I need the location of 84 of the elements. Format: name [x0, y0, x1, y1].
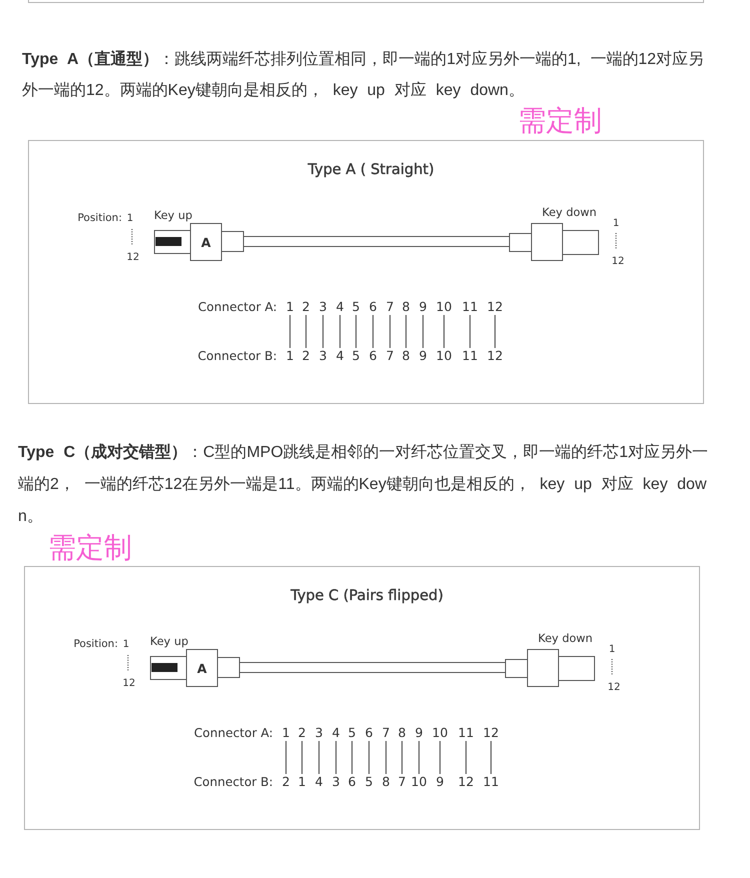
position-number: 12 — [122, 676, 136, 690]
fiber-number: 11 — [462, 299, 478, 315]
fiber-number: 8 — [398, 725, 406, 741]
fiber-number: 3 — [332, 774, 340, 790]
fiber-number: 7 — [398, 774, 406, 790]
panel-title: Type C (Pairs flipped) — [290, 587, 444, 606]
fiber-number: 3 — [319, 348, 327, 364]
fiber-number: 5 — [352, 348, 360, 364]
fiber-number: 12 — [487, 348, 503, 364]
fiber-number: 1 — [298, 774, 306, 790]
fiber-number: 6 — [365, 725, 373, 741]
fiber-number: 3 — [315, 725, 323, 741]
fiber-number: 4 — [332, 725, 340, 741]
fiber-number: 5 — [365, 774, 373, 790]
fiber-number: 12 — [483, 725, 499, 741]
fiber-number: 10 — [436, 299, 452, 315]
fiber-line — [490, 740, 492, 774]
position-number: 12 — [612, 254, 624, 268]
fiber-line — [372, 314, 374, 348]
fiber-number: 11 — [458, 725, 474, 741]
position-number: 1 — [122, 638, 130, 650]
fiber-number: 12 — [487, 299, 503, 315]
position-label: Position: — [74, 637, 118, 651]
fiber-line — [318, 740, 320, 774]
key-label: Key down — [538, 630, 593, 646]
position-number: 1 — [608, 642, 616, 656]
fiber-number: 1 — [286, 299, 294, 315]
fiber-number: 8 — [402, 299, 410, 315]
fiber-number: 7 — [382, 725, 390, 741]
fiber-number: 6 — [369, 299, 377, 315]
fiber-number: 8 — [382, 774, 390, 790]
fiber-number: 6 — [348, 774, 356, 790]
row-label: Connector A: — [198, 299, 277, 315]
fiber-number: 4 — [315, 774, 323, 790]
fiber-line — [494, 314, 496, 348]
fiber-number: 7 — [386, 299, 394, 315]
fiber-number: 5 — [352, 299, 360, 315]
key-label: Key down — [542, 204, 597, 220]
fiber-number: 2 — [282, 774, 290, 790]
connector-body: A — [190, 223, 222, 261]
fiber-number: 8 — [402, 348, 410, 364]
fiber-number: 2 — [298, 725, 306, 741]
connector-body: A — [186, 649, 218, 687]
position-number: 1 — [126, 212, 134, 224]
row-label: Connector B: — [194, 774, 273, 790]
key-label: Key up — [150, 634, 188, 648]
panel-title: Type A ( Straight) — [308, 161, 434, 180]
description-text: Type A（直通型）：跳线两端纤芯排列位置相同，即一端的1对应另外一端的1, 一端的12对应另外一端的12。两端的Key键朝向是相反的， key up 对应 key down。 — [22, 49, 706, 101]
row-label: Connector A: — [194, 725, 273, 741]
description-text: Type C（成对交错型）：C型的MPO跳线是相邻的一对纤芯位置交叉，即一端的纤芯1对应另外一端的2， 一端的纤芯12在另外一端是11。两端的Key键朝向也是相反的， key up 对应 key down。 — [18, 442, 710, 527]
fiber-number: 9 — [415, 725, 423, 741]
fiber-number: 9 — [419, 299, 427, 315]
fiber-number: 2 — [302, 299, 310, 315]
position-label: Position: — [78, 211, 122, 225]
fiber-number: 10 — [432, 725, 448, 741]
fiber-line — [418, 740, 420, 774]
fiber-number: 10 — [411, 774, 427, 790]
fiber-line — [422, 314, 424, 348]
custom-note: 需定制 — [518, 106, 602, 136]
fiber-line — [322, 314, 324, 348]
key-label: Key up — [154, 208, 192, 222]
position-number: 12 — [126, 250, 140, 264]
fiber-number: 11 — [483, 774, 499, 790]
fiber-number: 11 — [462, 348, 478, 364]
fiber-number: 1 — [282, 725, 290, 741]
fiber-number: 12 — [458, 774, 474, 790]
diagram-panel — [24, 566, 700, 830]
fiber-number: 3 — [319, 299, 327, 315]
fiber-number: 4 — [336, 299, 344, 315]
fiber-number: 1 — [286, 348, 294, 364]
fiber-number: 6 — [369, 348, 377, 364]
custom-note: 需定制 — [48, 533, 132, 563]
position-number: 1 — [612, 216, 620, 230]
row-label: Connector B: — [198, 348, 277, 364]
fiber-line — [368, 740, 370, 774]
position-number: 12 — [608, 680, 620, 694]
fiber-number: 7 — [386, 348, 394, 364]
fiber-number: 2 — [302, 348, 310, 364]
fiber-number: 4 — [336, 348, 344, 364]
diagram-panel — [28, 140, 704, 404]
fiber-number: 10 — [436, 348, 452, 364]
fiber-number: 9 — [436, 774, 444, 790]
fiber-number: 9 — [419, 348, 427, 364]
fiber-number: 5 — [348, 725, 356, 741]
